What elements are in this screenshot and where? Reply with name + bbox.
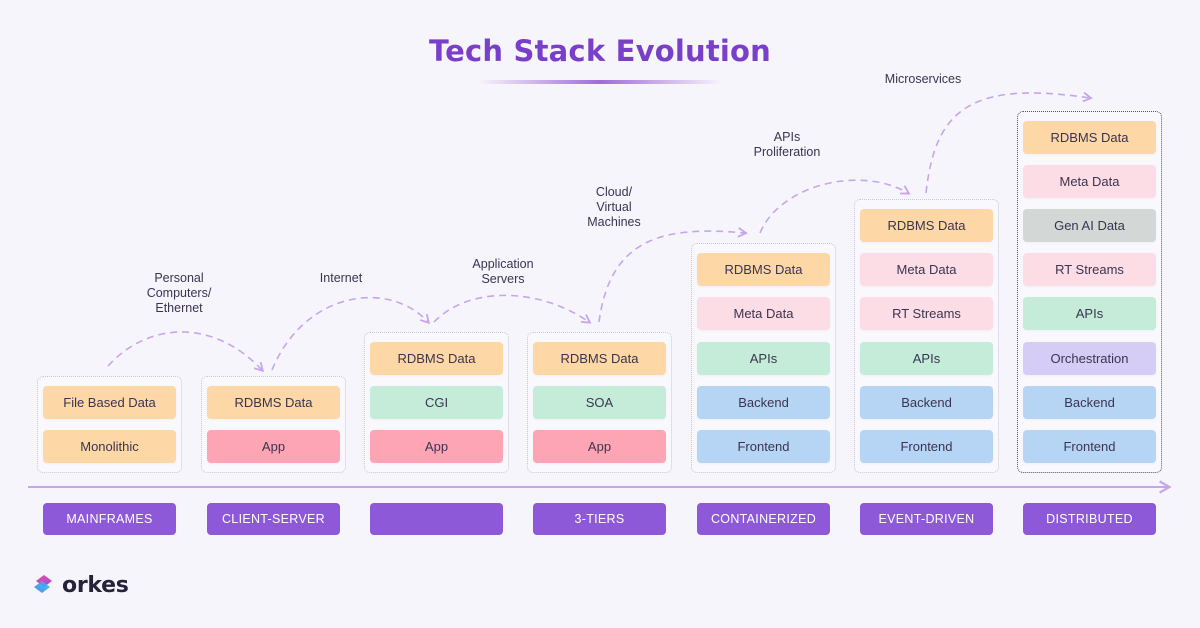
transition-label-line: Machines — [587, 215, 641, 229]
stack-block: SOA — [533, 385, 666, 419]
stack-block: App — [533, 430, 666, 463]
transition-arrow — [433, 294, 592, 324]
stack-block: Gen AI Data — [1023, 209, 1156, 242]
stack-block: RDBMS Data — [1023, 120, 1156, 154]
stack-block: RDBMS Data — [370, 341, 503, 375]
stack-block: APIs — [1023, 297, 1156, 331]
title-underline — [478, 80, 722, 84]
transition-label-line: Microservices — [884, 72, 962, 86]
stack-block: Frontend — [697, 430, 830, 463]
stack-block: RDBMS Data — [697, 253, 830, 287]
transition-label: Microservices — [863, 72, 983, 87]
transition-arrow — [107, 331, 265, 373]
stack-block: RDBMS Data — [207, 385, 340, 419]
era-label: EVENT-DRIVEN — [860, 503, 993, 535]
stack-block: Backend — [697, 385, 830, 419]
stack-block: RDBMS Data — [860, 209, 993, 242]
transition-label-line: APIs — [773, 130, 801, 144]
stack-block: Frontend — [1023, 430, 1156, 463]
stack-block: APIs — [860, 341, 993, 375]
transition-label: Internet — [281, 271, 401, 286]
transition-label-line: Ethernet — [155, 301, 203, 315]
stack-block: Meta Data — [1023, 164, 1156, 198]
stack-block: Meta Data — [860, 253, 993, 287]
transition-label-line: Application — [472, 257, 534, 271]
stack-block: RDBMS Data — [533, 341, 666, 375]
transition-arrow — [759, 179, 911, 234]
stack-block: File Based Data — [43, 385, 176, 419]
stack-block: APIs — [697, 341, 830, 375]
era-label: CONTAINERIZED — [697, 503, 830, 535]
transition-label-line: Cloud/ — [595, 185, 633, 199]
stack-block: RT Streams — [860, 297, 993, 331]
transition-arrow — [271, 296, 430, 371]
era-label: 3-TIERS — [533, 503, 666, 535]
era-label: MAINFRAMES — [43, 503, 176, 535]
stack-block: CGI — [370, 385, 503, 419]
transition-label-line: Proliferation — [753, 145, 821, 159]
era-label: DISTRIBUTED — [1023, 503, 1156, 535]
transition-label-line: Computers/ — [146, 286, 212, 300]
stack-block: Frontend — [860, 430, 993, 463]
transition-label-line: Virtual — [596, 200, 632, 214]
stack-block: Meta Data — [697, 297, 830, 331]
page-title: Tech Stack Evolution — [428, 34, 772, 68]
stack-block: App — [370, 430, 503, 463]
stack-block: App — [207, 430, 340, 463]
orkes-logo-icon — [34, 575, 52, 593]
era-label — [370, 503, 503, 535]
stack-block: RT Streams — [1023, 253, 1156, 287]
transition-label-line: Servers — [481, 272, 525, 286]
stack-block: Orchestration — [1023, 341, 1156, 375]
transition-arrow — [925, 91, 1093, 194]
brand-logo: orkes — [30, 571, 129, 599]
stack-block: Monolithic — [43, 430, 176, 463]
era-label: CLIENT-SERVER — [207, 503, 340, 535]
stack-block: Backend — [1023, 385, 1156, 419]
transition-arrow — [598, 227, 748, 323]
stack-block: Backend — [860, 385, 993, 419]
transition-label-line: Internet — [319, 271, 363, 285]
logo-text: orkes — [62, 572, 129, 598]
stack-container — [854, 199, 999, 473]
transition-label-line: Personal — [154, 271, 204, 285]
